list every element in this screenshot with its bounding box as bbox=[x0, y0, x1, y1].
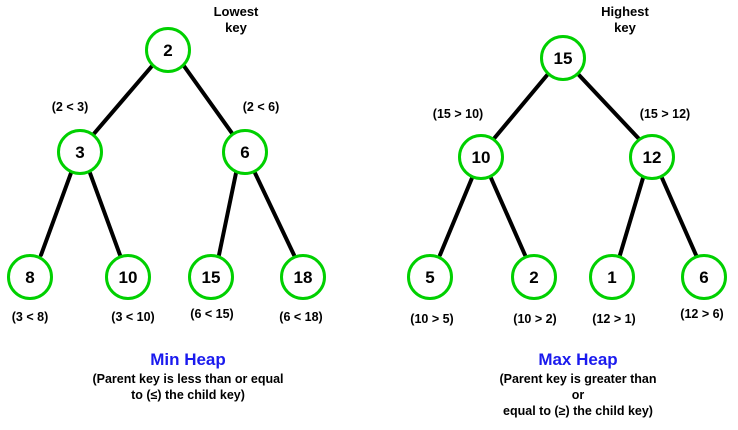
lowest-key-line-2: key bbox=[225, 20, 247, 36]
edge-min-r-rl bbox=[217, 171, 238, 257]
edge-max-root-left bbox=[490, 72, 550, 143]
max-heap-node-root[interactable]: 15 bbox=[540, 35, 586, 81]
max-heap-node-left[interactable]: 10 bbox=[458, 134, 504, 180]
node-value: 2 bbox=[529, 267, 539, 287]
max-heap-caption-title: Max Heap bbox=[538, 350, 618, 369]
min-heap-leaf-label-2: (3 < 10) bbox=[111, 310, 155, 324]
edge-max-l-ll bbox=[438, 176, 474, 257]
max-heap-edge-label-left: (15 > 10) bbox=[432, 107, 484, 121]
min-heap-lowest-key-note: Lowest key bbox=[214, 4, 259, 37]
min-heap-node-leaf-1[interactable]: 8 bbox=[7, 254, 53, 300]
min-heap-edge-label-left: (2 < 3) bbox=[51, 100, 89, 114]
max-heap-highest-key-note: Highest key bbox=[601, 4, 649, 37]
highest-key-line-2: key bbox=[614, 20, 636, 36]
max-heap-leaf-label-2: (10 > 2) bbox=[513, 312, 557, 326]
node-value: 10 bbox=[471, 147, 491, 167]
node-value: 18 bbox=[293, 267, 313, 287]
min-heap-edge-label-right: (2 < 6) bbox=[242, 100, 280, 114]
node-value: 6 bbox=[699, 267, 709, 287]
node-value: 15 bbox=[201, 267, 221, 287]
min-heap-caption: Min Heap (Parent key is less than or equ… bbox=[92, 350, 283, 404]
edge-min-l-lr bbox=[88, 171, 122, 257]
edge-max-r-rr bbox=[660, 176, 698, 257]
min-heap-caption-title: Min Heap bbox=[150, 350, 226, 369]
max-heap-node-leaf-3[interactable]: 1 bbox=[589, 254, 635, 300]
max-heap-node-leaf-2[interactable]: 2 bbox=[511, 254, 557, 300]
max-heap-caption-subtitle: (Parent key is greater than or equal to … bbox=[499, 372, 657, 418]
min-heap-node-leaf-3[interactable]: 15 bbox=[188, 254, 234, 300]
min-heap-node-leaf-2[interactable]: 10 bbox=[105, 254, 151, 300]
node-value: 1 bbox=[607, 267, 617, 287]
min-heap-node-root[interactable]: 2 bbox=[145, 27, 191, 73]
max-heap-edge-label-right: (15 > 12) bbox=[639, 107, 691, 121]
min-heap-node-right[interactable]: 6 bbox=[222, 129, 268, 175]
min-heap-leaf-label-4: (6 < 18) bbox=[279, 310, 323, 324]
node-value: 6 bbox=[240, 142, 250, 162]
max-heap-node-leaf-1[interactable]: 5 bbox=[407, 254, 453, 300]
node-value: 10 bbox=[118, 267, 138, 287]
highest-key-line-1: Highest bbox=[601, 4, 649, 19]
max-heap-leaf-label-3: (12 > 1) bbox=[592, 312, 636, 326]
min-heap-node-left[interactable]: 3 bbox=[57, 129, 103, 175]
node-value: 2 bbox=[163, 40, 173, 60]
min-heap-leaf-label-1: (3 < 8) bbox=[11, 310, 49, 324]
max-heap-leaf-label-1: (10 > 5) bbox=[410, 312, 454, 326]
node-value: 3 bbox=[75, 142, 85, 162]
max-heap-leaf-label-4: (12 > 6) bbox=[680, 307, 724, 321]
max-heap-node-right[interactable]: 12 bbox=[629, 134, 675, 180]
node-value: 5 bbox=[425, 267, 435, 287]
edge-min-root-left bbox=[90, 64, 154, 138]
edge-min-r-rr bbox=[253, 171, 296, 257]
min-heap-leaf-label-3: (6 < 15) bbox=[190, 307, 234, 321]
min-heap-caption-subtitle: (Parent key is less than or equal to (≤)… bbox=[92, 372, 284, 403]
edge-max-root-right bbox=[576, 72, 643, 143]
edge-max-r-rl bbox=[618, 176, 645, 257]
edge-min-l-ll bbox=[39, 171, 73, 257]
max-heap-node-leaf-4[interactable]: 6 bbox=[681, 254, 727, 300]
edge-min-root-right bbox=[182, 64, 236, 138]
lowest-key-line-1: Lowest bbox=[213, 4, 259, 19]
node-value: 12 bbox=[642, 147, 662, 167]
node-value: 8 bbox=[25, 267, 35, 287]
node-value: 15 bbox=[553, 48, 573, 68]
min-heap-node-leaf-4[interactable]: 18 bbox=[280, 254, 326, 300]
edge-max-l-lr bbox=[489, 176, 527, 257]
max-heap-caption: Max Heap (Parent key is greater than or … bbox=[498, 350, 658, 419]
